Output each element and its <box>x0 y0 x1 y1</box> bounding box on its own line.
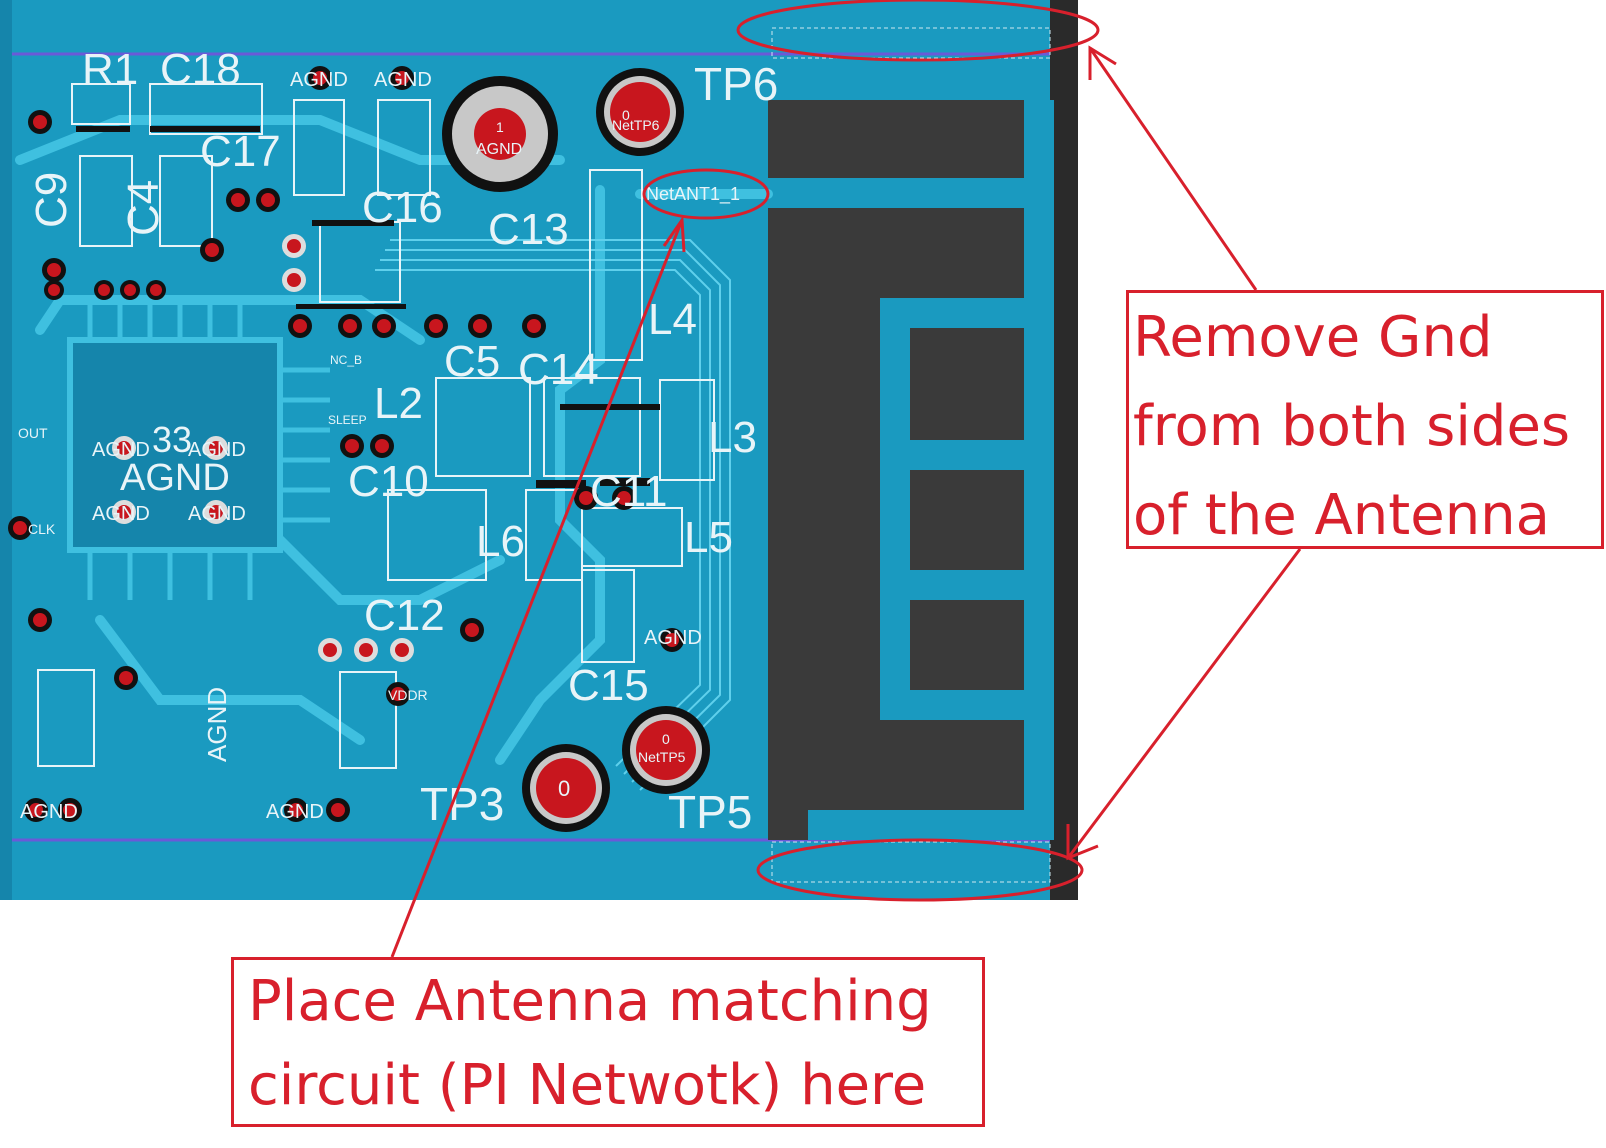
pad-agnd-7: AGND <box>644 627 702 649</box>
label-c14: C14 <box>518 345 599 394</box>
top-gnd-ellipse <box>736 0 1100 62</box>
label-l6: L6 <box>476 517 525 566</box>
arrowhead-ant <box>662 215 686 253</box>
arrow-to-top-ellipse <box>1088 47 1258 291</box>
pad-agnd-4: AGND <box>188 503 246 525</box>
label-tp5: TP5 <box>668 786 752 838</box>
antenna-fingers <box>910 328 1024 690</box>
tp3-pad <box>522 744 610 832</box>
net-sleep-label: SLEEP <box>328 413 367 427</box>
component-outlines <box>37 83 715 769</box>
net-clk-label: CLK <box>28 521 56 537</box>
label-c5: C5 <box>444 337 500 386</box>
annotation-markup <box>390 0 1302 958</box>
tp6-pad <box>596 68 684 156</box>
ic-pins <box>87 300 330 600</box>
note-place-matching: Place Antenna matching circuit (PI Netwo… <box>231 957 985 1127</box>
label-c11: C11 <box>590 467 667 516</box>
bottom-gnd-ellipse <box>756 838 1084 902</box>
pad-agnd-2: AGND <box>188 439 246 461</box>
pad-agnd-9: AGND <box>20 801 78 823</box>
tp3-number: 0 <box>558 776 570 801</box>
label-r1: R1 <box>82 45 138 94</box>
tp5-number: 0 <box>662 731 670 747</box>
mounting-hole <box>442 76 558 192</box>
net-out-label: OUT <box>18 425 48 441</box>
label-tp3: TP3 <box>420 778 504 830</box>
label-c17: C17 <box>200 127 281 176</box>
note-remove-line-1: Remove Gnd <box>1133 305 1493 370</box>
chip-agnd-label: AGND <box>120 457 230 499</box>
net-tp6-label: NetTP6 <box>612 117 660 133</box>
label-c9: C9 <box>27 172 76 228</box>
note-remove-line-3: of the Antenna <box>1133 483 1550 548</box>
tp6-number: 0 <box>622 107 630 123</box>
pad-agnd-1: AGND <box>92 439 150 461</box>
label-l3: L3 <box>708 413 757 462</box>
board-left-edge <box>0 0 12 900</box>
label-l2: L2 <box>374 379 423 428</box>
label-c16: C16 <box>362 183 443 232</box>
mh-number: 1 <box>496 119 504 135</box>
note-remove-gnd: Remove Gnd from both sides of the Antenn… <box>1126 290 1604 549</box>
label-tp6: TP6 <box>694 58 778 110</box>
vias <box>8 66 684 822</box>
bottom-keepout-zone <box>771 841 1051 883</box>
ant-net-ellipse <box>642 168 770 220</box>
silkscreen-designators: R1 C18 C17 C16 C13 L4 C5 C14 L2 L3 C10 C… <box>27 45 778 838</box>
label-c12: C12 <box>364 591 445 640</box>
net-vdd-label: VDDR <box>388 687 428 703</box>
label-c13: C13 <box>488 205 569 254</box>
arrowhead-top <box>1088 45 1117 80</box>
arrow-to-bottom-ellipse <box>1066 548 1302 859</box>
net-tp5-label: NetTP5 <box>638 749 686 765</box>
board-edge <box>1050 0 1078 900</box>
pad-agnd-6: AGND <box>374 69 432 91</box>
label-l4: L4 <box>648 295 697 344</box>
vertical-agnd-label: AGND <box>202 687 232 762</box>
label-c15: C15 <box>568 661 649 710</box>
mh-agnd-label: AGND <box>476 141 522 158</box>
label-c10: C10 <box>348 457 429 506</box>
note-place-line-1: Place Antenna matching <box>248 969 932 1034</box>
net-labels: AGND AGND AGND AGND AGND AGND AGND AGND … <box>18 69 740 823</box>
note-remove-line-2: from both sides <box>1133 394 1571 459</box>
label-u33: 33 <box>152 419 192 460</box>
ic-u33 <box>67 337 283 553</box>
pad-agnd-5: AGND <box>290 69 348 91</box>
net-ant-label: NetANT1_1 <box>646 184 740 205</box>
antenna-meander <box>768 100 1054 840</box>
label-c4: C4 <box>119 180 168 236</box>
label-l5: L5 <box>684 513 733 562</box>
net-nc-label: NC_B <box>330 353 362 367</box>
arrowhead-bottom <box>1066 824 1099 861</box>
note-place-line-2: circuit (PI Netwotk) here <box>248 1053 927 1118</box>
pad-agnd-3: AGND <box>92 503 150 525</box>
tp5-pad <box>622 706 710 794</box>
pad-agnd-8: AGND <box>266 801 324 823</box>
label-c18: C18 <box>160 45 241 94</box>
arrow-to-ant-net <box>390 219 684 958</box>
